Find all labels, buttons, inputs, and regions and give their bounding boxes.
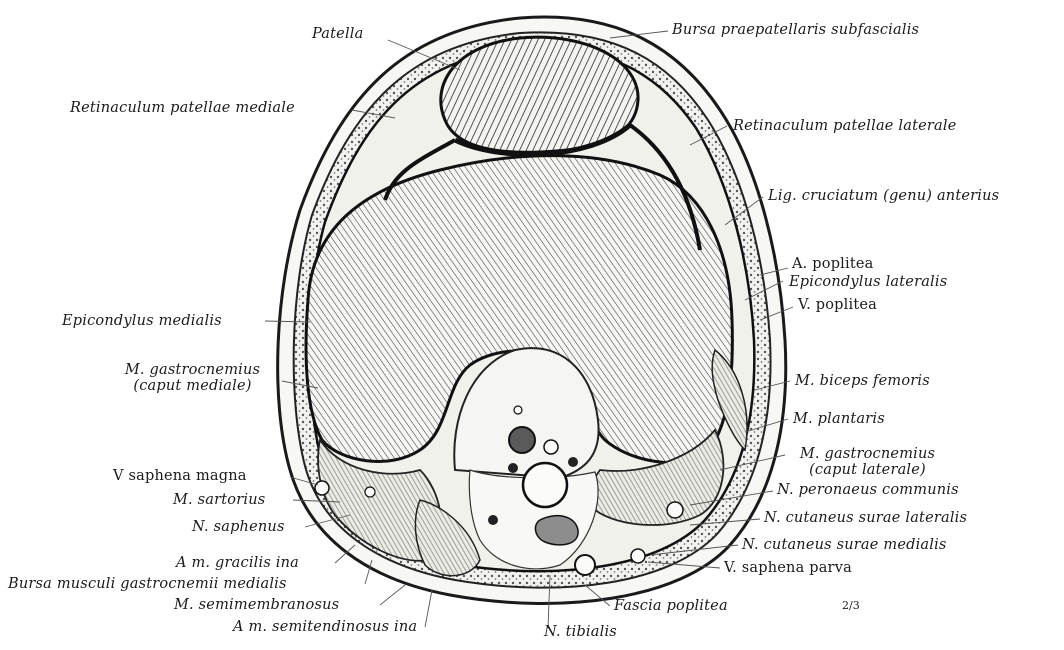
label-m-semimembranosus: M. semimembranosus (174, 597, 339, 613)
label-bursa-praepatellaris: Bursa praepatellaris subfascialis (672, 22, 919, 38)
label-n-cutaneus-medialis: N. cutaneus surae medialis (742, 537, 947, 553)
label-m-gastrocnemius-medial-line2: (caput mediale) (100, 378, 285, 394)
patella-bone (441, 37, 638, 152)
popliteal-artery (509, 427, 535, 453)
label-epicondylus-lateralis: Epicondylus lateralis (789, 274, 947, 290)
label-a-gracilis: A m. gracilis ina (176, 555, 299, 571)
label-n-peronaeus: N. peronaeus communis (777, 482, 959, 498)
great-saphenous-vein (315, 481, 329, 495)
label-m-plantaris: M. plantaris (793, 411, 885, 427)
label-v-saphena-parva: V. saphena parva (724, 560, 852, 576)
label-n-tibialis: N. tibialis (544, 624, 617, 640)
vessel-small-2 (568, 457, 578, 467)
label-m-gastrocnemius-lateral-line2: (caput laterale) (780, 462, 955, 478)
label-m-gastrocnemius-medial: M. gastrocnemius (caput mediale) (100, 362, 285, 394)
leader-asemit (425, 590, 432, 627)
gracilis-vessel (488, 515, 498, 525)
cutaneous-vessel (631, 549, 645, 563)
label-fascia-poplitea: Fascia poplitea (614, 598, 728, 614)
label-patella: Patella (312, 26, 363, 42)
label-v-poplitea: V. poplitea (798, 297, 877, 313)
label-bursa-gastrocnemii: Bursa musculi gastrocnemii medialis (8, 576, 287, 592)
label-n-cutaneus-lateralis: N. cutaneus surae lateralis (764, 510, 967, 526)
popliteal-vein (523, 463, 567, 507)
label-retinaculum-mediale: Retinaculum patellae mediale (70, 100, 295, 116)
label-a-poplitea: A. poplitea (792, 256, 874, 272)
label-m-biceps-femoris: M. biceps femoris (795, 373, 930, 389)
label-retinaculum-laterale: Retinaculum patellae laterale (733, 118, 956, 134)
vessel-small-1 (544, 440, 558, 454)
label-m-gastrocnemius-lateral-line1: M. gastrocnemius (780, 446, 955, 462)
label-m-sartorius: M. sartorius (173, 492, 265, 508)
leader-semimem (380, 585, 405, 605)
label-m-gastrocnemius-lateral: M. gastrocnemius (caput laterale) (780, 446, 955, 478)
small-saphenous-vein (575, 555, 595, 575)
label-m-gastrocnemius-medial-line1: M. gastrocnemius (100, 362, 285, 378)
tibial-nerve (535, 516, 578, 545)
label-epicondylus-medialis: Epicondylus medialis (62, 313, 222, 329)
label-a-semitendinosus: A m. semitendinosus ina (233, 619, 417, 635)
scale-note: 2/3 (842, 599, 860, 612)
label-n-saphenus: N. saphenus (192, 519, 285, 535)
label-lig-cruciatum: Lig. cruciatum (genu) anterius (768, 188, 999, 204)
label-v-saphena-magna: V saphena magna (113, 468, 247, 484)
vessel-small-3 (508, 463, 518, 473)
peroneal-nerve (667, 502, 683, 518)
sartorius-small-vessel (365, 487, 375, 497)
vessel-small-4 (514, 406, 522, 414)
